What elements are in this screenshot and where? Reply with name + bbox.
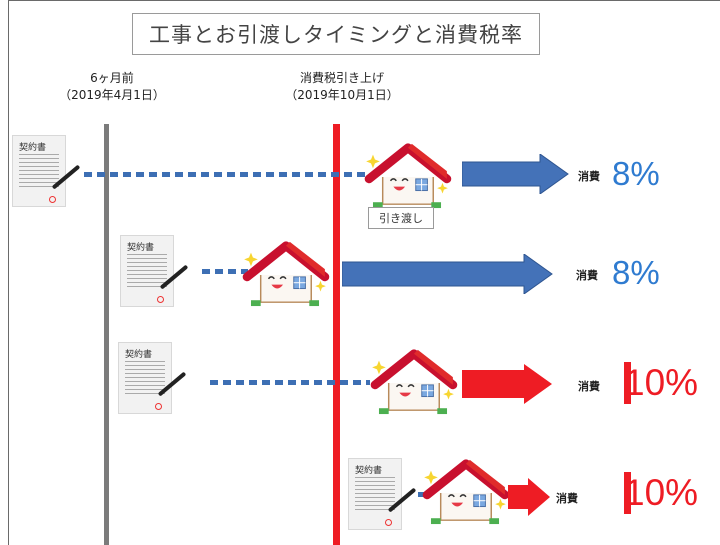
tax-label: 消費 — [578, 380, 600, 393]
tax-label: 消費 — [576, 269, 598, 282]
timeline-dotted-line — [210, 380, 370, 385]
contract-label: 契約書 — [19, 143, 47, 153]
contract-label: 契約書 — [125, 350, 153, 360]
tax-label: 消費 — [556, 492, 578, 505]
tax-raise-line — [333, 124, 340, 545]
contract-document: 契約書 — [118, 342, 187, 414]
tax-rate: 10% — [624, 472, 699, 514]
diagram-frame — [8, 0, 720, 545]
tax-label: 消費 — [578, 170, 600, 183]
blue-arrow — [342, 254, 553, 294]
tax-rate: 10% — [624, 362, 699, 404]
header-tax-raise-label: 消費税引き上げ — [299, 71, 384, 85]
house-icon — [240, 238, 330, 308]
blue-arrow — [462, 154, 569, 194]
contract-document: 契約書 — [120, 235, 189, 307]
house-icon — [368, 346, 458, 416]
handover-label: 引き渡し — [368, 207, 434, 229]
red-arrow — [508, 478, 550, 516]
tax-rate: 8% — [612, 155, 660, 192]
header-tax-raise-date: （2019年10月1日） — [285, 88, 399, 102]
six-months-before-line — [104, 124, 109, 545]
house-icon — [420, 456, 510, 526]
diagram-title: 工事とお引渡しタイミングと消費税率 — [132, 13, 540, 55]
contract-label: 契約書 — [127, 243, 155, 253]
timeline-dotted-line — [202, 269, 248, 274]
header-six-months-before: 6ヶ月前 （2019年4月1日） — [32, 70, 192, 104]
contract-document: 契約書 — [12, 135, 81, 207]
header-tax-raise: 消費税引き上げ （2019年10月1日） — [257, 70, 427, 104]
red-arrow — [462, 364, 552, 404]
timeline-dotted-line — [84, 172, 368, 177]
header-six-months-date: （2019年4月1日） — [59, 88, 165, 102]
contract-label: 契約書 — [355, 466, 383, 476]
contract-document: 契約書 — [348, 458, 417, 530]
house-icon — [362, 140, 452, 210]
header-six-months-label: 6ヶ月前 — [90, 71, 134, 85]
tax-rate: 8% — [612, 254, 660, 291]
